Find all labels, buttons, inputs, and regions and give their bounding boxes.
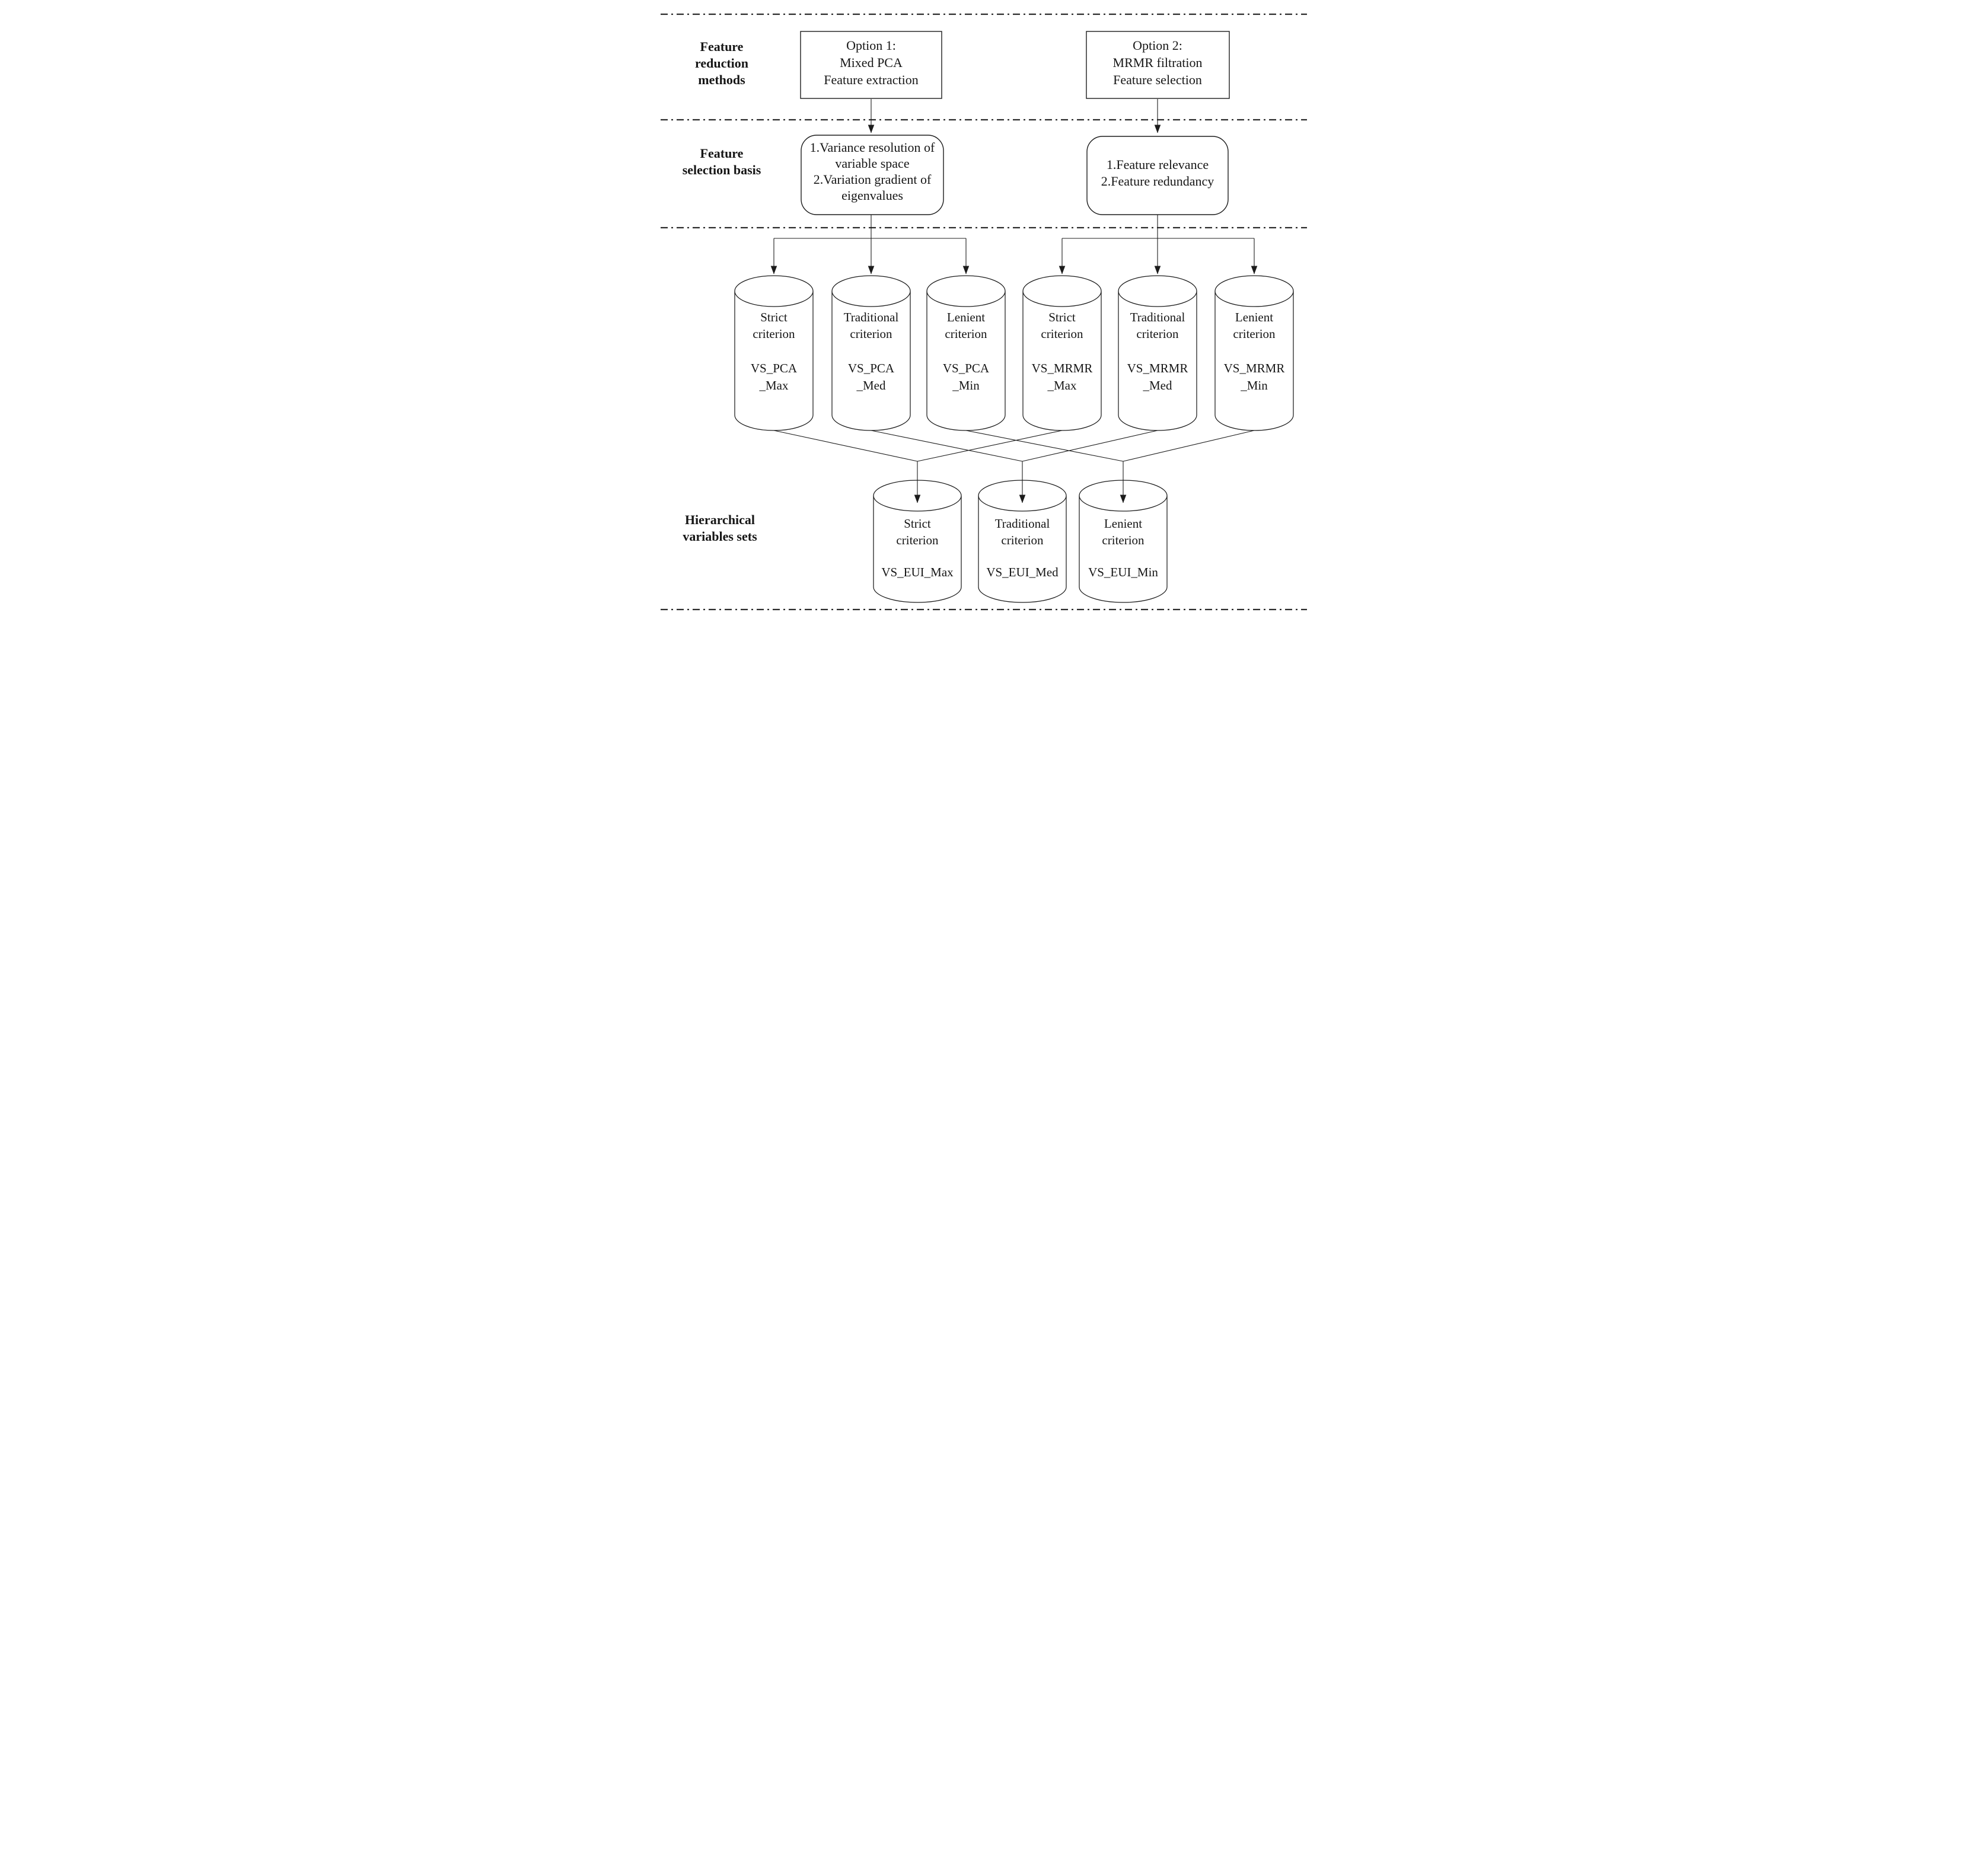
label-line: Feature (700, 146, 743, 161)
line-pca-med-to-eui-med (871, 430, 1022, 462)
label-line: reduction (694, 56, 748, 71)
set-label: VS_EUI_Max (881, 565, 954, 579)
criterion-label: criterion (753, 327, 795, 341)
cylinder-top (734, 275, 814, 307)
criterion-label: Traditional (1130, 310, 1185, 324)
criterion-label: Lenient (1104, 516, 1142, 531)
line-mrmr-med-to-eui-med (1022, 430, 1158, 462)
label-line: Feature (700, 39, 743, 54)
criterion-label: Strict (1048, 310, 1076, 324)
mrmr-basis-line: 2.Feature redundancy (1101, 174, 1214, 189)
cylinder-body (1022, 291, 1102, 431)
set-label: VS_MRMR (1127, 361, 1188, 375)
cylinder-body (1117, 291, 1197, 431)
cylinder-vs-eui-max: Strict criterion VS_EUI_Max (872, 480, 962, 603)
set-label: _Max (758, 378, 788, 393)
rounded-box-mrmr-basis: 1.Feature relevance 2.Feature redundancy (1086, 136, 1229, 215)
line-pca-min-to-eui-min (965, 430, 1123, 462)
criterion-label: criterion (850, 327, 892, 341)
set-label: VS_EUI_Med (986, 565, 1059, 579)
branch-mrmr (1059, 215, 1257, 275)
cylinder-body (977, 496, 1067, 603)
criterion-label: criterion (1102, 533, 1145, 547)
criterion-label: criterion (945, 327, 987, 341)
criterion-label: Traditional (843, 310, 898, 324)
cylinder-top (1214, 275, 1294, 307)
line-mrmr-max-to-eui-max (917, 430, 1062, 462)
label-line: Hierarchical (684, 512, 754, 527)
rounded-box-pca-frame (800, 135, 944, 215)
mrmr-basis-line: 1.Feature relevance (1106, 157, 1208, 172)
box-option-1-type: Feature extraction (824, 72, 918, 87)
criterion-label: criterion (896, 533, 939, 547)
set-label: VS_PCA (847, 361, 894, 375)
cylinder-body (1078, 496, 1168, 603)
cylinder-top (1022, 275, 1102, 307)
set-label: _Max (1047, 378, 1076, 393)
set-label: _Min (1240, 378, 1268, 393)
cylinder-body (872, 496, 962, 603)
line-pca-max-to-eui-max (773, 430, 917, 462)
cylinder-body (1214, 291, 1294, 431)
rounded-box-pca-basis: 1.Variance resolution of variable space … (800, 135, 944, 215)
set-label: VS_EUI_Min (1088, 565, 1158, 579)
cylinder-vs-pca-med: Traditional criterion VS_PCA _Med (831, 275, 911, 431)
box-option-2-frame (1085, 31, 1230, 99)
cylinder-vs-mrmr-min: Lenient criterion VS_MRMR _Min (1214, 275, 1294, 431)
cylinder-top (831, 275, 911, 307)
label-line: variables sets (683, 529, 757, 544)
merge-arrows (914, 461, 1126, 503)
feature-reduction-flowchart: Feature reduction methods Option 1: Mixe… (660, 13, 1307, 611)
diagram-page: Feature reduction methods Option 1: Mixe… (655, 0, 1312, 626)
merge-lines (773, 430, 1254, 462)
cylinder-body (926, 291, 1006, 431)
line-mrmr-min-to-eui-min (1123, 430, 1254, 462)
cylinder-vs-pca-max: Strict criterion VS_PCA _Max (734, 275, 814, 431)
cylinder-vs-pca-min: Lenient criterion VS_PCA _Min (926, 275, 1006, 431)
set-label: _Med (1142, 378, 1172, 393)
cylinder-body (734, 291, 814, 431)
box-option-2-title: Option 2: (1133, 38, 1182, 53)
pca-basis-line: 1.Variance resolution of (809, 140, 935, 155)
criterion-label: Strict (904, 516, 931, 531)
label-line: methods (698, 72, 745, 87)
criterion-label: Lenient (946, 310, 984, 324)
cylinder-vs-mrmr-med: Traditional criterion VS_MRMR _Med (1117, 275, 1197, 431)
cylinder-top (926, 275, 1006, 307)
box-option-2-type: Feature selection (1113, 72, 1202, 87)
criterion-label: criterion (1041, 327, 1083, 341)
pca-basis-line: 2.Variation gradient of (813, 172, 931, 187)
box-option-2-method: MRMR filtration (1112, 55, 1202, 70)
cylinder-vs-eui-min: Lenient criterion VS_EUI_Min (1078, 480, 1168, 603)
criterion-label: Lenient (1235, 310, 1273, 324)
criterion-label: criterion (1001, 533, 1044, 547)
cylinder-vs-mrmr-max: Strict criterion VS_MRMR _Max (1022, 275, 1102, 431)
box-option-1-frame (799, 31, 942, 99)
set-label: VS_PCA (750, 361, 797, 375)
set-label: VS_PCA (942, 361, 989, 375)
label-hierarchical-variables-sets: Hierarchical variables sets (683, 512, 757, 544)
pca-basis-line: variable space (835, 156, 909, 171)
criterion-label: Traditional (994, 516, 1050, 531)
set-label: VS_MRMR (1031, 361, 1092, 375)
pca-basis-line: eigenvalues (841, 188, 903, 203)
set-label: _Med (856, 378, 885, 393)
label-line: selection basis (682, 162, 761, 177)
branch-pca (770, 215, 969, 275)
criterion-label: criterion (1136, 327, 1179, 341)
box-option-1-method: Mixed PCA (840, 55, 903, 70)
criterion-label: Strict (760, 310, 788, 324)
label-feature-selection-basis: Feature selection basis (682, 146, 761, 177)
set-label: VS_MRMR (1223, 361, 1284, 375)
set-label: _Min (952, 378, 980, 393)
box-option-2: Option 2: MRMR filtration Feature select… (1085, 31, 1230, 99)
criterion-label: criterion (1233, 327, 1276, 341)
cylinder-body (831, 291, 911, 431)
cylinder-top (1117, 275, 1197, 307)
label-feature-reduction-methods: Feature reduction methods (694, 39, 748, 87)
box-option-1: Option 1: Mixed PCA Feature extraction (799, 31, 942, 99)
box-option-1-title: Option 1: (846, 38, 896, 53)
